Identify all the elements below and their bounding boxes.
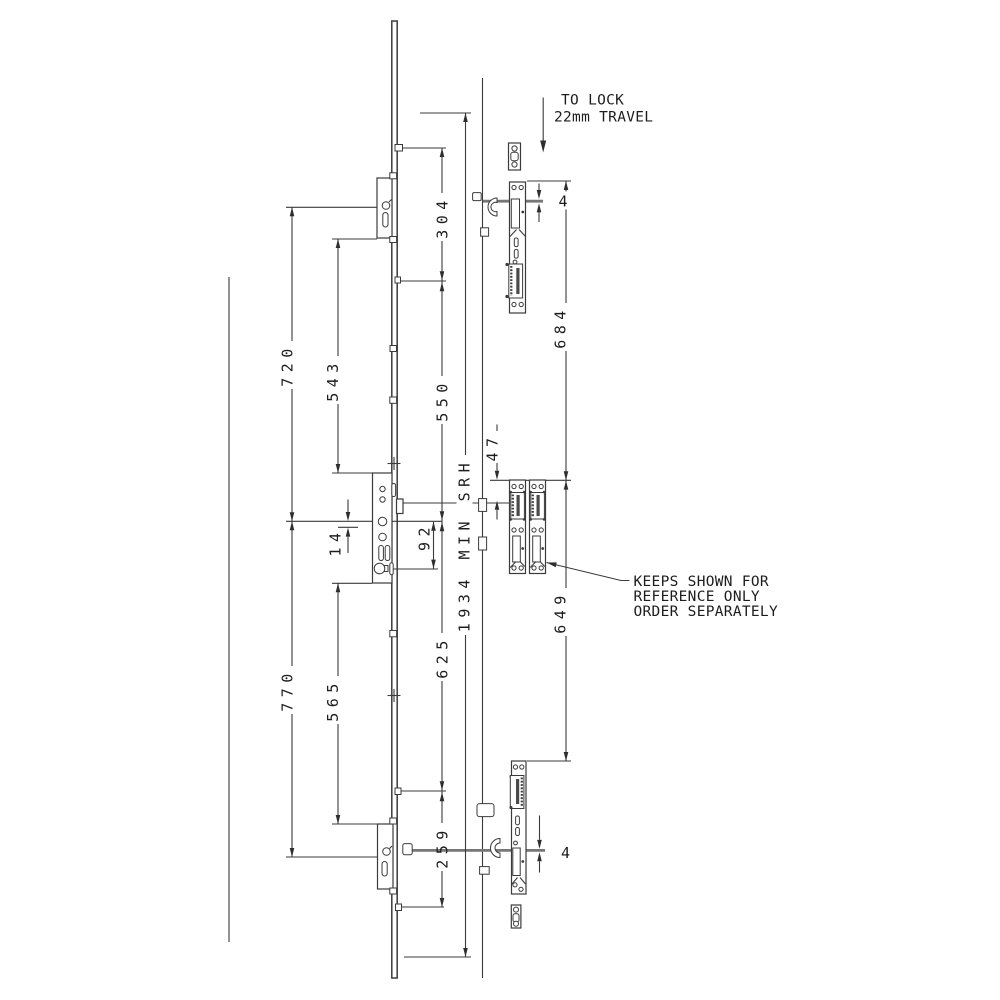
dim-720-label: 720 (279, 343, 297, 387)
dim-47-label: 47 (484, 432, 502, 461)
annotations: TO LOCK 22mm TRAVEL KEEPS SHOWN FOR REFE… (554, 93, 778, 621)
centre-latch-bolt (395, 498, 404, 515)
top-hook-case (376, 177, 393, 239)
handle-follower-hole (377, 516, 388, 527)
travel-arrow (540, 97, 547, 153)
dim-92-label: 92 (416, 522, 434, 551)
screw-hole (379, 485, 386, 493)
euro-cylinder-hole (373, 562, 386, 575)
dim-770-label: 770 (279, 668, 297, 712)
dim-14-label: 14 (327, 527, 345, 556)
top-keep-plate (505, 181, 527, 314)
keeps-note-line1: KEEPS SHOWN FOR (634, 574, 769, 590)
faceplate-markers (387, 144, 403, 911)
bottom-keep-plate (509, 760, 527, 895)
top-hook-bolt (487, 197, 498, 217)
dim-4-top-label: 4 (558, 193, 567, 211)
dim-4-bottom-label: 4 (561, 844, 570, 862)
dimension-labels: 720 543 14 565 770 92 304 550 625 259 19… (279, 193, 571, 869)
dim-565-label: 565 (324, 678, 342, 722)
dim-259-label: 259 (434, 825, 452, 869)
bottom-hook-bolt (490, 837, 501, 859)
extension-lines (286, 112, 571, 958)
dim-304-label: 304 (434, 195, 452, 239)
travel-note-line2: 22mm TRAVEL (554, 110, 653, 126)
dim-625-label: 625 (434, 635, 452, 679)
top-keep-small-plate (507, 142, 522, 171)
keeps-note-line2: REFERENCE ONLY (634, 589, 760, 605)
centre-gearbox-case (371, 472, 404, 584)
middle-keep-plate-right (528, 479, 547, 575)
bottom-hook-case (376, 823, 394, 890)
dimension-lines (289, 113, 569, 957)
middle-keep-plate-left (508, 479, 527, 575)
dim-543-label: 543 (324, 358, 342, 402)
keeps-note-leader (546, 561, 630, 582)
travel-note-line1: TO LOCK (561, 93, 624, 109)
dim-649-label: 649 (552, 590, 570, 634)
dim-684-label: 684 (552, 305, 570, 349)
keeps-note-line3: ORDER SEPARATELY (634, 604, 778, 620)
dim-550-label: 550 (434, 378, 452, 422)
bottom-keep-small-plate (510, 904, 522, 929)
dim-overall-label: 1934 MIN SRH (456, 458, 474, 632)
